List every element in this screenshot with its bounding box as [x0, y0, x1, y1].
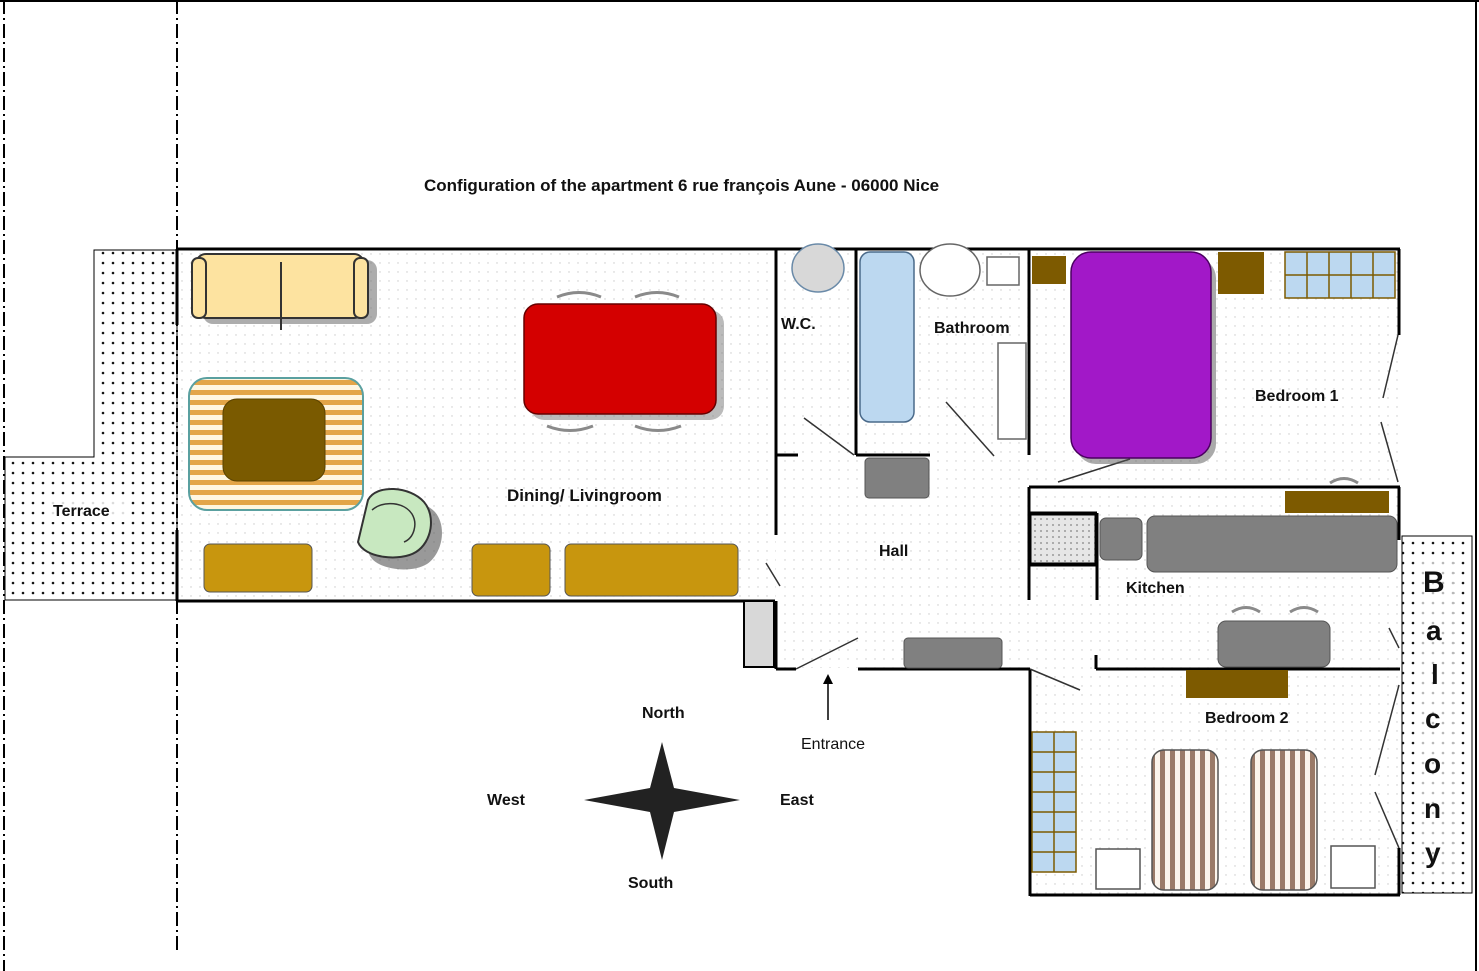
compass-east: East	[780, 792, 814, 809]
bathtub	[859, 251, 915, 423]
balcony-letter: n	[1424, 793, 1441, 824]
bathroom-cabinet	[997, 342, 1027, 440]
room-label-wc: W.C.	[781, 316, 816, 333]
compass-north: North	[642, 705, 685, 722]
balcony-letter: a	[1426, 615, 1442, 646]
wardrobe-grid	[1031, 731, 1077, 873]
balcony-letter: l	[1431, 659, 1439, 690]
doors	[765, 334, 1400, 849]
single-bed	[1151, 749, 1219, 891]
bathroom-shelf	[986, 256, 1020, 286]
dining-chairs	[546, 291, 682, 432]
balcony-letter: c	[1425, 703, 1441, 734]
balcony-letter: B	[1423, 566, 1445, 599]
plan-title: Configuration of the apartment 6 rue fra…	[424, 176, 939, 195]
coffee-table-rug	[188, 377, 364, 511]
kitchen-chair	[1289, 606, 1319, 614]
toilet	[791, 243, 845, 293]
desk-chair	[1329, 477, 1359, 485]
kitchen-counter	[1146, 515, 1398, 573]
dining-table	[523, 303, 724, 420]
room-label-bathroom: Bathroom	[934, 320, 1010, 337]
armchair	[356, 487, 442, 570]
kitchen-duct	[1030, 514, 1096, 564]
terrace: Terrace	[4, 249, 178, 601]
nightstand	[1095, 848, 1141, 890]
compass-west: West	[487, 792, 526, 809]
kitchen-chair	[1231, 606, 1261, 614]
room-label-bedroom1: Bedroom 1	[1255, 388, 1339, 405]
dresser	[1186, 670, 1288, 698]
nightstand	[1218, 252, 1264, 294]
desk	[1285, 491, 1389, 513]
entrance-label: Entrance	[801, 736, 865, 753]
cabinet	[203, 543, 313, 593]
hall-furniture	[864, 457, 930, 499]
terrace-label: Terrace	[53, 503, 110, 520]
entrance-marker: Entrance	[801, 674, 865, 753]
fridge	[1099, 517, 1143, 561]
balcony-letter: o	[1424, 748, 1441, 779]
sideboard	[564, 543, 739, 597]
room-label-bedroom2: Bedroom 2	[1205, 710, 1289, 727]
walls	[175, 247, 1401, 897]
single-bed	[1250, 749, 1318, 891]
room-label-dining-living: Dining/ Livingroom	[507, 486, 662, 505]
column-block	[743, 600, 775, 668]
window-grid	[1284, 251, 1396, 299]
sofa	[191, 253, 377, 330]
kitchen-table	[1217, 620, 1331, 668]
cabinet	[471, 543, 551, 597]
room-label-hall: Hall	[879, 543, 908, 560]
balcony-letter: y	[1425, 837, 1441, 868]
compass-star-icon	[584, 742, 740, 860]
hall-furniture	[903, 637, 1003, 669]
nightstand	[1032, 256, 1066, 284]
balcony: B a l c o n y	[1401, 535, 1473, 894]
double-bed	[1070, 251, 1216, 464]
compass-rose: North South West East	[487, 705, 814, 892]
compass-south: South	[628, 875, 673, 892]
nightstand	[1330, 845, 1376, 889]
room-label-kitchen: Kitchen	[1126, 580, 1185, 597]
washbasin	[919, 243, 981, 297]
